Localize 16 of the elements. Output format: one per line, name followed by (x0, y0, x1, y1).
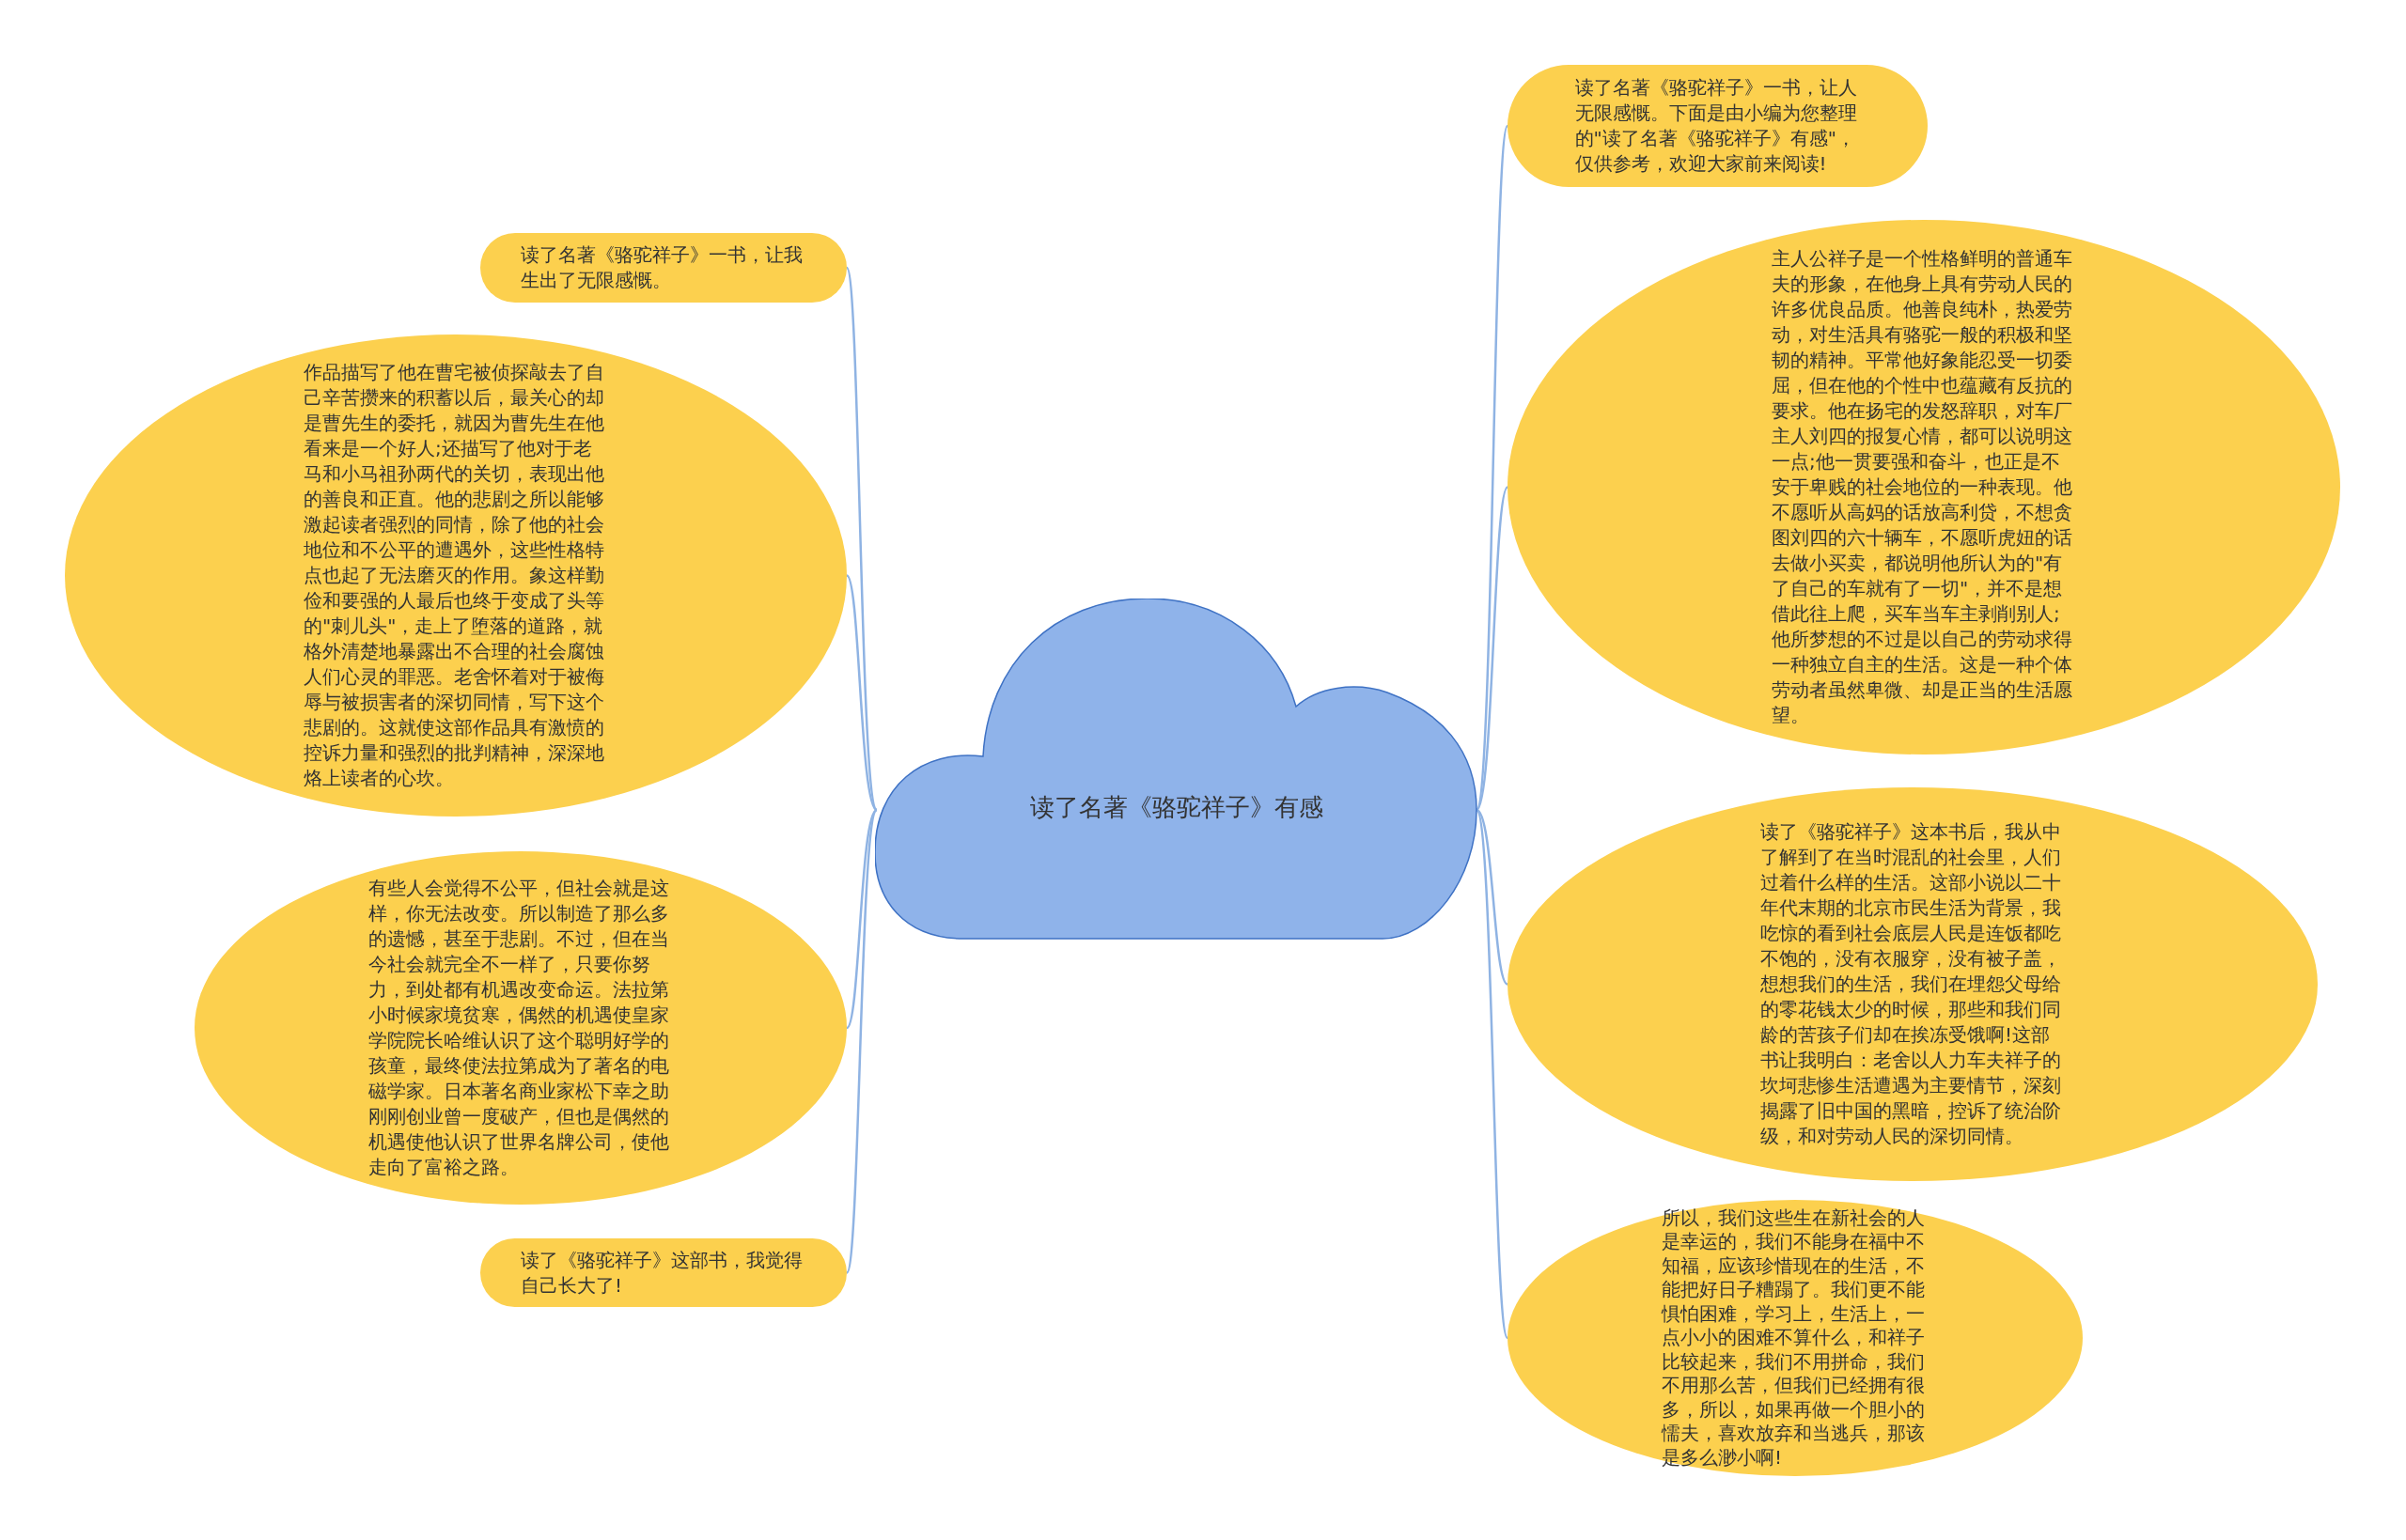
connector-line (1476, 809, 1508, 986)
connector-line (845, 809, 879, 1273)
rounded-node (480, 233, 847, 303)
node-text: 读了《骆驼祥子》这本书后，我从中了解到了在当时混乱的社会里，人们过着什么样的生活。这部小说以二十年代末期的北京市民生活为背景，我吃惊的看到社会底层人民是连饭都吃不饱的，没有衣服穿，没有被子盖，想想我们的生活，我们在埋怨父母给的零花钱太少的时候，那些和我们同龄的苦孩子们却在挨冻受饿啊!这部书让我明白：老舍以人力车夫祥子的坎坷悲惨生活遭遇为主要情节，深刻揭露了旧中国的黑暗，控诉了统治阶级，和对劳动人民的深切同情。 (1760, 819, 2062, 1149)
connector-line (845, 574, 878, 811)
node-text: 所以，我们这些生在新社会的人是幸运的，我们不能身在福中不知福，应该珍惜现在的生活，不能把好日子糟蹋了。我们更不能惧怕困难，学习上，生活上，一点小小的困难不算什么，和祥子比较起来，我们不用拼命，我们不用那么苦，但我们已经拥有很多，所以，如果再做一个胆小的懦夫，喜欢放弃和当逃兵，那该是多么渺小啊! (1662, 1206, 1926, 1470)
node-text: 主人公祥子是一个性格鲜明的普通车夫的形象，在他身上具有劳动人民的许多优良品质。他善良纯朴，热爱劳动，对生活具有骆驼一般的积极和坚韧的精神。平常他好象能忍受一切委屈，但在他的个性中也蕴藏有反抗的要求。他在扬宅的发怒辞职，对车厂主人刘四的报复心情，都可以说明这一点;他一贯要强和奋斗，也正是不安于卑贱的社会地位的一种表现。他不愿听从高妈的话放高利贷，不想贪图刘四的六十辆车，不愿听虎妞的话去做小买卖，都说明他所认为的"有了自己的车就有了一切"，并不是想借此往上爬，买车当车主剥削别人;他所梦想的不过是以自己的劳动求得一种独立自主的生活。这是一种个体劳动者虽然卑微、却是正当的生活愿望。 (1772, 246, 2073, 728)
connector-line (845, 267, 879, 811)
node-text: 读了名著《骆驼祥子》一书，让人无限感慨。下面是由小编为您整理的"读了名著《骆驼祥子》有感"，仅供参考，欢迎大家前来阅读! (1574, 75, 1858, 177)
central-topic: 读了名著《骆驼祥子》有感 (1029, 791, 1324, 823)
connector-line (846, 809, 878, 1029)
node-text: 有些人会觉得不公平，但社会就是这样，你无法改变。所以制造了那么多的遗憾，甚至于悲剧。不过，但在当今社会就完全不一样了，只要你努力，到处都有机遇改变命运。法拉第小时候家境贫寒，偶然的机遇使皇家学院院长哈维认识了这个聪明好学的孩童，最终使法拉第成为了著名的电磁学家。日本著名商业家松下幸之助刚刚创业曾一度破产，但也是偶然的机遇使他认识了世界名牌公司，使他走向了富裕之路。 (368, 876, 670, 1180)
node-text: 读了名著《骆驼祥子》一书，让我生出了无限感慨。 (521, 242, 804, 293)
node-text: 作品描写了他在曹宅被侦探敲去了自己辛苦攒来的积蓄以后，最关心的却是曹先生的委托，就因为曹先生在他看来是一个好人;还描写了他对于老马和小马祖孙两代的关切，表现出他的善良和正直。他的悲剧之所以能够激起读者强烈的同情，除了他的社会地位和不公平的遭遇外，这些性格特点也起了无法磨灭的作用。象这样勤俭和要强的人最后也终于变成了头等的"刺儿头"，走上了堕落的道路，就格外清楚地暴露出不合理的社会腐蚀人们心灵的罪恶。老舍怀着对于被侮辱与被损害者的深切同情，写下这个悲剧的。这就使这部作品具有激愤的控诉力量和强烈的批判精神，深深地烙上读者的心坎。 (304, 360, 605, 791)
node-text: 读了《骆驼祥子》这部书，我觉得自己长大了! (521, 1247, 804, 1299)
rounded-node (480, 1238, 847, 1307)
